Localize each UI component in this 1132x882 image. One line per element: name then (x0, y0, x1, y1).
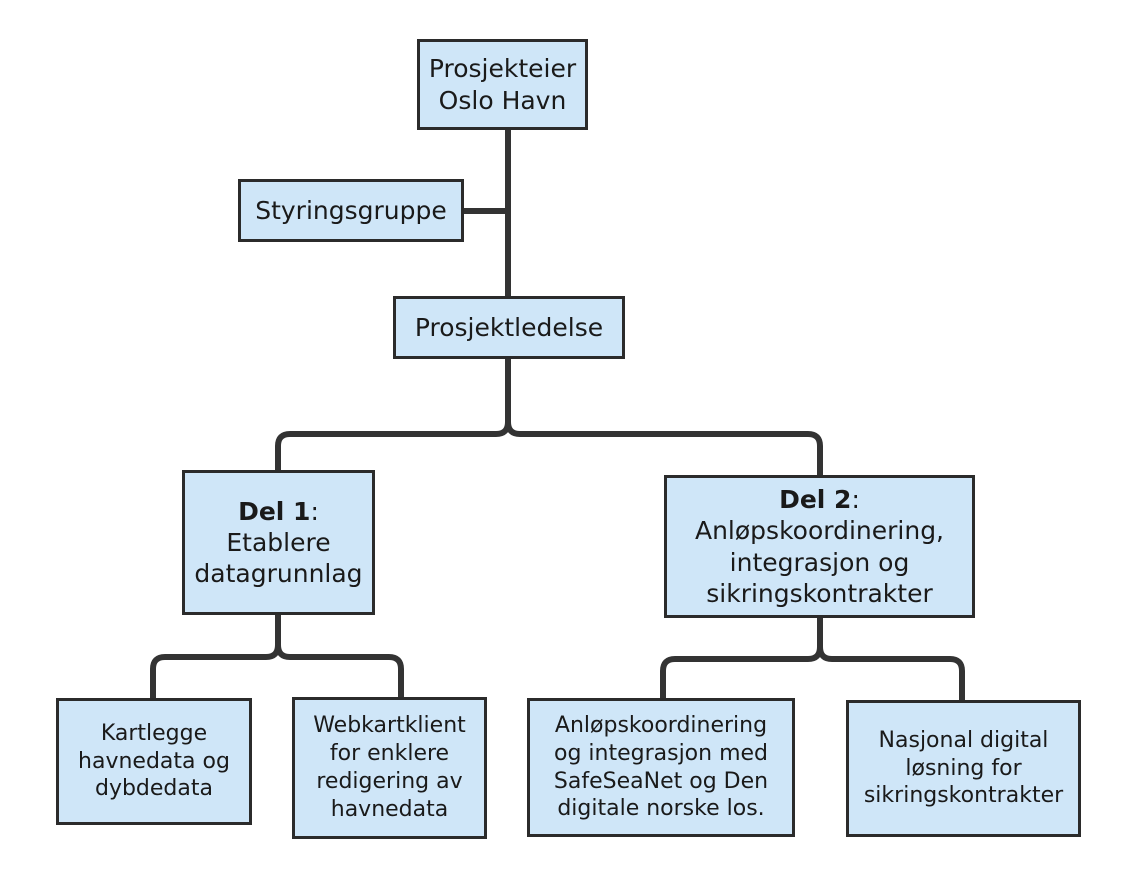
work-package-webmap-line-2: for enklere (329, 741, 450, 767)
work-package-port-call-box: Anløpskoordinering og integrasjon med Sa… (527, 698, 795, 837)
work-package-mapping-line-1: Kartlegge (100, 720, 208, 746)
connector-part1-work2 (275, 644, 404, 697)
part-1-title: Del 1: (238, 496, 319, 527)
part-2-line-3: sikringskontrakter (706, 578, 933, 608)
work-package-port-call-line-4: digitale norske los. (557, 796, 765, 822)
project-owner-line-1: Prosjekteier (428, 54, 577, 84)
steering-group-label: Styringsgruppe (255, 195, 447, 225)
part-2-line-1: Anløpskoordinering, (694, 516, 945, 546)
work-package-webmap-line-3: redigering av (316, 769, 463, 794)
work-package-security-line-1: Nasjonal digital (878, 727, 1049, 753)
project-owner-box: Prosjekteier Oslo Havn (417, 39, 588, 130)
connector-part2-work3 (660, 618, 823, 698)
work-package-security-box: Nasjonal digital løsning for sikringskon… (846, 700, 1081, 837)
work-package-security-line-3: sikringskontrakter (863, 783, 1064, 809)
part-1-line-2: datagrunnlag (194, 559, 363, 589)
work-package-port-call-line-3: SafeSeaNet og Den (553, 768, 769, 794)
connector-management-part2 (505, 421, 823, 475)
work-package-webmap-line-4: havnedata (330, 796, 449, 822)
part-1-title-bold: Del 1 (238, 496, 311, 526)
part-2-box: Del 2: Anløpskoordinering, integrasjon o… (664, 475, 975, 618)
project-management-box: Prosjektledelse (393, 296, 625, 359)
steering-group-box: Styringsgruppe (238, 179, 464, 242)
work-package-mapping-box: Kartlegge havnedata og dybdedata (56, 698, 252, 825)
part-1-box: Del 1: Etablere datagrunnlag (182, 470, 375, 615)
work-package-webmap-line-1: Webkartklient (313, 713, 466, 739)
part-1-title-suffix: : (310, 496, 319, 526)
part-2-title: Del 2: (779, 484, 860, 515)
project-management-label: Prosjektledelse (414, 312, 604, 342)
part-2-title-bold: Del 2 (779, 485, 852, 514)
work-package-webmap-box: Webkartklient for enklere redigering av … (292, 697, 487, 839)
project-owner-line-2: Oslo Havn (438, 85, 567, 115)
part-1-line-1: Etablere (226, 527, 331, 557)
work-package-port-call-line-1: Anløpskoordinering (554, 712, 768, 738)
work-package-mapping-line-3: dybdedata (94, 776, 213, 802)
work-package-mapping-line-2: havnedata og (78, 748, 230, 774)
connector-management-part1 (275, 359, 511, 470)
connector-part1-work1 (150, 615, 281, 698)
work-package-security-line-2: løsning for (905, 755, 1022, 781)
part-2-line-2: integrasjon og (729, 547, 910, 577)
part-2-title-suffix: : (851, 485, 860, 514)
connector-part2-work4 (817, 646, 965, 700)
work-package-port-call-line-2: og integrasjon med (553, 740, 769, 766)
